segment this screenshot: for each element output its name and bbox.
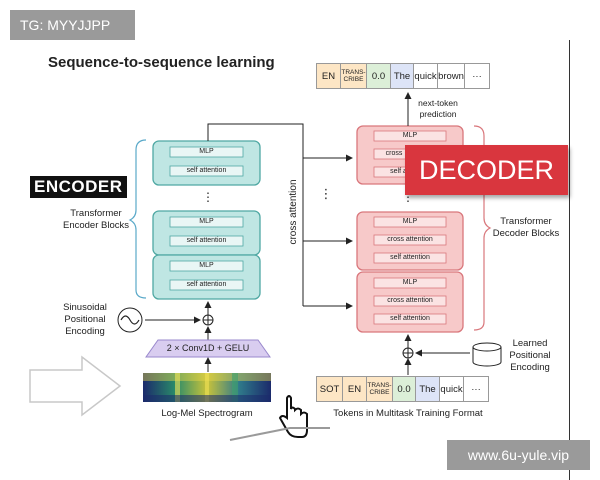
decoder-block-bottom — [356, 271, 464, 333]
encoder-block-bottom — [152, 254, 261, 300]
encoder-bracket — [128, 139, 147, 299]
diagram-title: Sequence-to-sequence learning — [48, 54, 275, 71]
spectrogram-image — [143, 373, 271, 402]
next-token-line2: prediction — [419, 109, 457, 119]
encoder-posenc-line1: Sinusoidal — [63, 302, 107, 313]
decoder-bracket — [473, 125, 492, 331]
decoder-bottom-cross-attention-label: cross attention — [387, 297, 433, 304]
scroll-line — [229, 427, 330, 441]
decoder-bottom-mlp-label: MLP — [402, 279, 418, 286]
output-token: 0.0 — [367, 64, 391, 88]
tokens-caption: Tokens in Multitask Training Format — [333, 408, 483, 419]
encoder-posenc-line2: Positional — [64, 314, 106, 325]
input-token: 0.0 — [393, 377, 416, 401]
watermark-bottom: www.6u-yule.vip — [447, 440, 590, 470]
output-token: brown — [438, 64, 465, 88]
encoder-mid-self-attention-label: self attention — [186, 237, 227, 244]
encoder-overlay-label: ENCODER — [30, 176, 127, 198]
encoder-blocks-caption-line2: Encoder Blocks — [62, 220, 129, 231]
input-token: The — [416, 377, 440, 401]
encoder-top-self-attention-label: self attention — [186, 167, 227, 174]
decoder-top-mlp-label: MLP — [402, 132, 418, 139]
divider-line — [569, 40, 570, 480]
database-icon — [472, 342, 502, 367]
encoder-bottom-mlp-label: MLP — [199, 262, 214, 269]
conv-block — [145, 339, 271, 358]
encoder-blocks-caption-line1: Transformer — [70, 208, 122, 219]
output-token: ··· — [465, 64, 489, 88]
decoder-posenc-line2: Positional — [509, 350, 551, 361]
decoder-bottom-self-attention-label: self attention — [390, 315, 430, 322]
encoder-block-top — [152, 140, 261, 186]
encoder-top-mlp-label: MLP — [199, 148, 214, 155]
output-token: TRANS- CRIBE — [341, 64, 367, 88]
decoder-mid-mlp-label: MLP — [402, 218, 418, 225]
encoder-dots: ⋮ — [202, 190, 214, 204]
input-token: EN — [343, 377, 367, 401]
large-arrow-shape — [29, 355, 122, 417]
encoder-block-mid — [152, 210, 261, 256]
output-token: The — [391, 64, 414, 88]
conv-label: 2 × Conv1D + GELU — [166, 343, 250, 353]
decoder-posenc-line3: Encoding — [510, 362, 550, 373]
input-token: SOT — [317, 377, 343, 401]
encoder-mid-mlp-label: MLP — [199, 218, 214, 225]
decoder-mid-cross-attention-label: cross attention — [387, 236, 433, 243]
encoder-output-line — [207, 123, 304, 306]
input-token: TRANS- CRIBE — [367, 377, 393, 401]
decoder-block-mid — [356, 211, 464, 271]
next-token-line1: next-token — [418, 98, 458, 108]
input-token: ··· — [464, 377, 488, 401]
decoder-mid-self-attention-label: self attention — [390, 254, 430, 261]
decoder-blocks-caption-line2: Decoder Blocks — [492, 228, 560, 239]
output-token: EN — [317, 64, 341, 88]
middle-dots: ⋮ — [319, 186, 333, 201]
decoder-posenc-line1: Learned — [512, 338, 548, 349]
spectrogram-caption: Log-Mel Spectrogram — [161, 408, 253, 419]
decoder-overlay-label: DECODER — [405, 145, 568, 195]
decoder-blocks-caption-line1: Transformer — [500, 216, 552, 227]
encoder-bottom-self-attention-label: self attention — [186, 281, 227, 288]
decoder-top-cross-partial-label: cross — [385, 150, 403, 157]
watermark-top: TG: MYYJJPP — [10, 10, 135, 40]
encoder-posenc-line3: Encoding — [65, 326, 105, 337]
hand-cursor-icon — [278, 395, 308, 438]
cross-attention-label: cross attention — [288, 179, 299, 245]
sinusoid-icon — [117, 307, 143, 333]
output-token: quick — [414, 64, 438, 88]
input-token: quick — [440, 377, 464, 401]
